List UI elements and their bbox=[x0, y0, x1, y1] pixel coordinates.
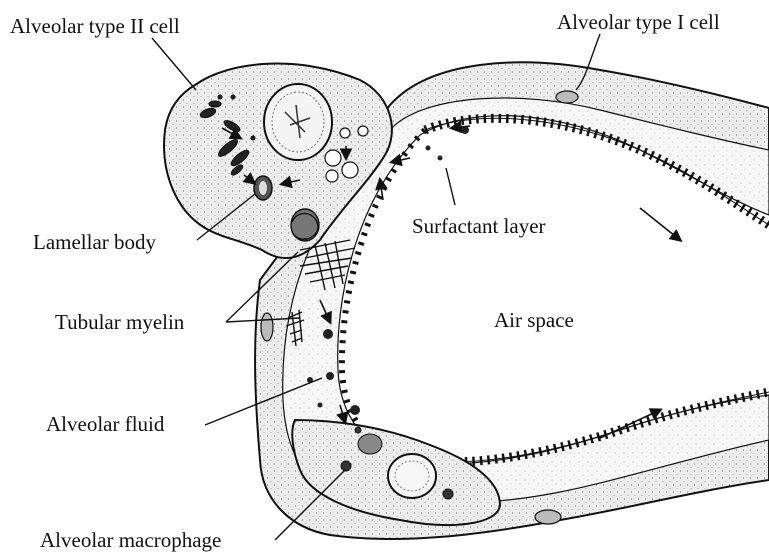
label-air-space: Air space bbox=[494, 310, 574, 331]
type1-nucleus bbox=[556, 91, 578, 103]
label-surfactant-layer: Surfactant layer bbox=[412, 216, 546, 237]
label-tubular-myelin: Tubular myelin bbox=[55, 312, 184, 333]
label-lamellar-body: Lamellar body bbox=[33, 232, 156, 253]
label-type1-cell: Alveolar type I cell bbox=[557, 12, 720, 33]
label-alveolar-fluid: Alveolar fluid bbox=[46, 414, 164, 435]
label-type2-cell: Alveolar type II cell bbox=[10, 16, 180, 37]
label-macrophage: Alveolar macrophage bbox=[40, 530, 221, 551]
